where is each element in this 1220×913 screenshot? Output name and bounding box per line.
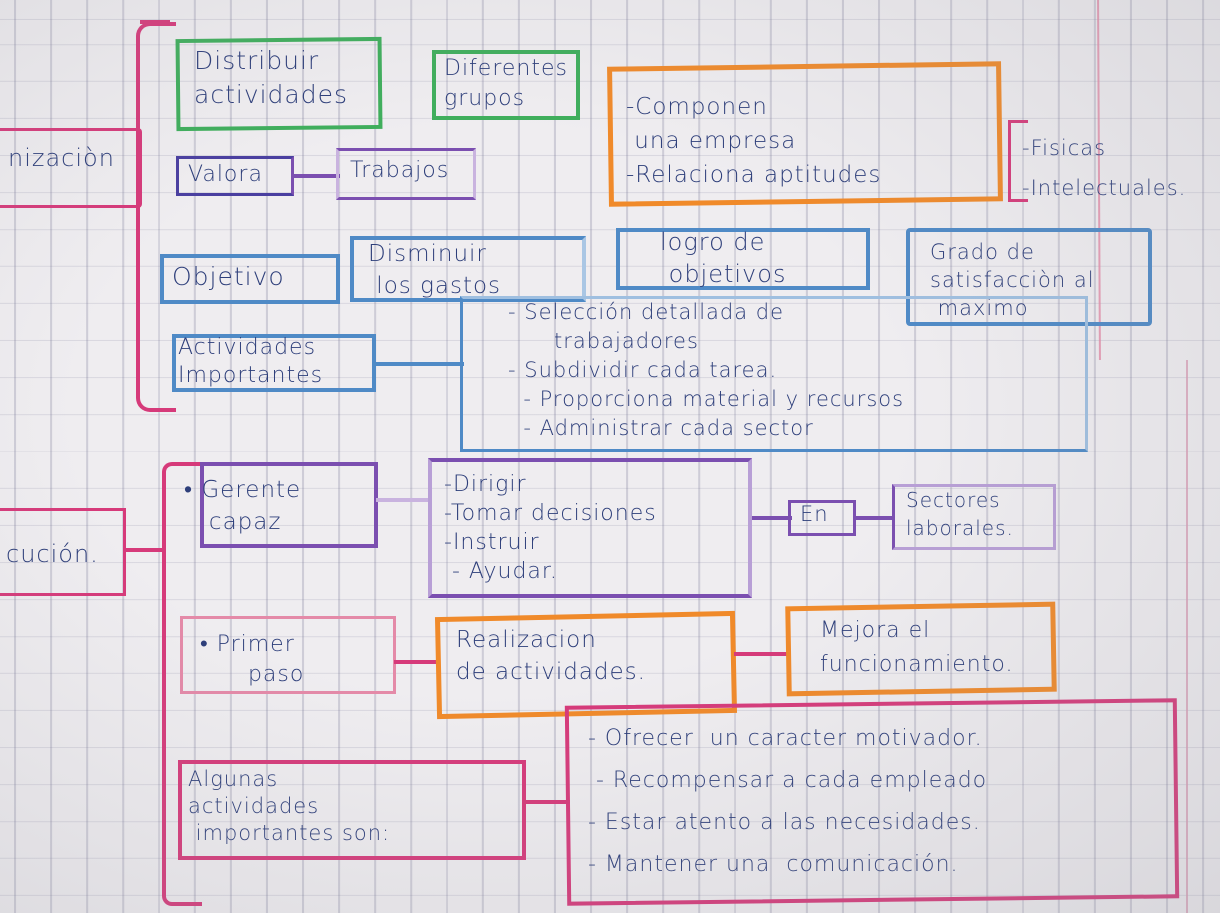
objetivo-text: Objetivo (172, 262, 285, 291)
dirigir-list: -Dirigir -Tomar decisiones -Instruir - A… (444, 472, 657, 584)
primer-paso-text: • Primer paso (200, 632, 305, 687)
aptitudes-list: -Fisicas -Intelectuales. (1022, 136, 1187, 200)
actividades-connector (374, 362, 464, 366)
realizacion-text: Realizacion de actividades. (456, 627, 646, 685)
valora-text: Valora (188, 162, 263, 187)
dirigir-connector (752, 516, 792, 520)
algunas-connector (524, 800, 570, 804)
bracket-top-stub (140, 20, 170, 24)
objetivo-box (160, 254, 340, 304)
ejecucion-label-box (0, 508, 126, 596)
grado-box (906, 228, 1152, 326)
margin-line-right (1186, 360, 1188, 913)
mejora-text: Mejora el funcionamiento. (820, 618, 1014, 677)
activities-list: - Selección detallada de trabajadores - … (508, 300, 905, 440)
primer-paso-connector (394, 660, 438, 664)
en-connector (854, 516, 894, 520)
trabajos-text: Trabajos (350, 158, 450, 183)
gerente-text: • Gerente capaz (184, 477, 302, 535)
trabajos-box (336, 148, 476, 200)
activities-list-box (460, 296, 1088, 452)
organizacion-label-box (0, 128, 142, 208)
logro-text: logro de objetivos (660, 228, 787, 288)
componen-list: -Componen una empresa -Relaciona aptitud… (626, 94, 882, 188)
en-text: En (800, 502, 829, 526)
diferentes-box (432, 50, 580, 120)
dirigir-box (428, 458, 752, 598)
organizacion-label: nizaciòn (8, 144, 115, 172)
distribuir-text: Distribuir actividades (194, 46, 349, 109)
sectores-box (892, 484, 1056, 550)
logro-box (616, 228, 870, 290)
actividades-importantes-text: Actividades Importantes (178, 335, 324, 388)
organizacion-bracket (136, 22, 176, 412)
sectores-text: Sectores laborales. (906, 488, 1014, 540)
disminuir-box (350, 236, 586, 302)
grado-text: Grado de satisfacciòn al maximo (930, 240, 1095, 320)
algunas-box (178, 760, 526, 860)
realizacion-connector (734, 652, 788, 656)
gerente-connector (376, 498, 432, 502)
algunas-text: Algunas actividades importantes son: (188, 767, 391, 845)
diferentes-text: Diferentes grupos (444, 56, 568, 111)
primer-paso-box (180, 616, 396, 694)
ejecucion-label: cución. (6, 540, 99, 568)
final-list: - Ofrecer un caracter motivador. - Recom… (588, 726, 988, 877)
aptitudes-bracket (1008, 120, 1028, 202)
ejecucion-bracket (162, 462, 202, 906)
ejecucion-connector (126, 548, 166, 552)
valora-connector (292, 174, 340, 178)
gerente-box (200, 462, 378, 548)
disminuir-text: Disminuir los gastos (368, 241, 502, 299)
